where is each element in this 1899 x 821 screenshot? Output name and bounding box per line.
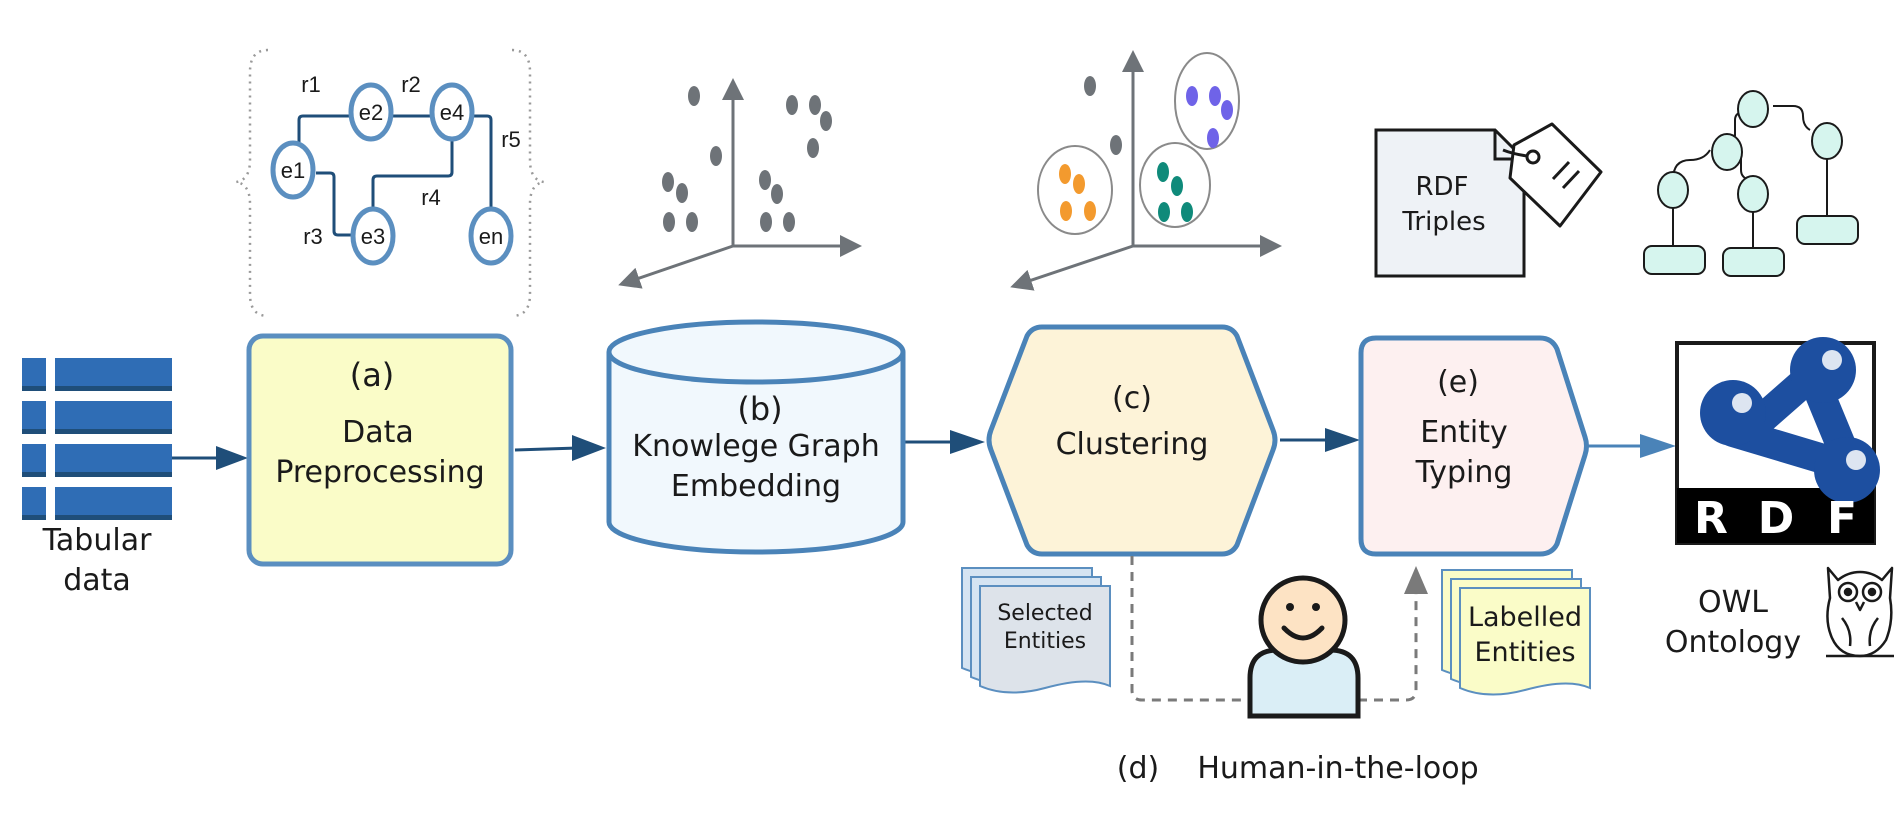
dashed-arrow-head xyxy=(1404,566,1428,594)
labelled-entities-line1: Labelled xyxy=(1468,602,1582,633)
owl-ontology-line1: OWL xyxy=(1698,585,1768,620)
owl-icon xyxy=(1826,566,1894,658)
cluster-scatter-plot xyxy=(1010,50,1282,291)
rdf-triples-line2: Triples xyxy=(1401,207,1485,237)
graph-relation-r4: r4 xyxy=(421,185,441,210)
graph-node-e4-label: e4 xyxy=(440,100,464,125)
graph-node-e1 xyxy=(270,140,316,200)
graph-relation-r1: r1 xyxy=(301,72,321,97)
step-a-tag: (a) xyxy=(350,356,395,394)
graph-node-e3 xyxy=(350,206,396,266)
step-a-line1: Data xyxy=(342,415,414,450)
person-icon xyxy=(1247,575,1361,719)
table-icon xyxy=(22,358,172,520)
tabular-data-label-line1: Tabular xyxy=(42,523,153,558)
arrow-preprocessing-head xyxy=(572,435,606,461)
selected-entities-documents xyxy=(961,567,1111,694)
graph-node-e2 xyxy=(348,82,394,142)
rdf-logo-letter-r: R xyxy=(1694,493,1728,544)
step-d-line1: Human-in-the-loop xyxy=(1197,751,1478,786)
step-e-box xyxy=(1358,335,1589,557)
step-b-cylinder xyxy=(606,319,906,555)
step-e-line1: Entity xyxy=(1420,415,1508,450)
step-b-line1: Knowlege Graph xyxy=(632,429,879,464)
arrow-embedding-head xyxy=(950,430,985,454)
rdf-triples-document xyxy=(1374,128,1526,278)
labelled-entities-documents xyxy=(1441,569,1591,696)
ontology-tree-icon xyxy=(1643,90,1859,277)
arrow-preprocessing-to-embedding xyxy=(514,446,579,452)
step-a-box xyxy=(246,333,514,567)
graph-relation-r5: r5 xyxy=(501,127,521,152)
dashed-connector-to-typing xyxy=(1358,590,1418,702)
dashed-connector-from-clustering xyxy=(1130,556,1250,702)
price-tag-icon xyxy=(1502,122,1603,228)
graph-node-en xyxy=(468,206,514,266)
arrow-clustering-head xyxy=(1325,428,1360,452)
step-b-tag: (b) xyxy=(737,390,782,428)
owl-ontology-line2: Ontology xyxy=(1665,625,1801,660)
embedding-scatter-plot xyxy=(618,78,862,289)
rdf-logo xyxy=(1675,337,1880,545)
step-c-tag: (c) xyxy=(1112,381,1152,416)
rdf-triples-line1: RDF xyxy=(1415,172,1468,202)
step-d-tag: (d) xyxy=(1117,751,1159,786)
graph-relation-r2: r2 xyxy=(401,72,421,97)
tabular-data-label-line2: data xyxy=(63,563,131,598)
step-b-line2: Embedding xyxy=(671,469,841,504)
selected-entities-line1: Selected xyxy=(997,601,1092,626)
cluster-teal xyxy=(1139,142,1211,228)
brace-left xyxy=(235,48,269,318)
arrow-typing-head xyxy=(1640,434,1676,458)
selected-entities-line2: Entities xyxy=(1004,629,1086,654)
graph-node-e3-label: e3 xyxy=(361,224,385,249)
graph-node-e4 xyxy=(429,82,475,142)
cluster-blue xyxy=(1174,52,1240,150)
graph-node-e1-label: e1 xyxy=(281,158,305,183)
step-c-hexagon xyxy=(986,324,1278,557)
cluster-orange xyxy=(1037,145,1113,235)
rdf-logo-letter-f: F xyxy=(1827,493,1857,544)
graph-node-en-label: en xyxy=(479,224,503,249)
arrow-table-head xyxy=(216,446,248,470)
graph-node-e2-label: e2 xyxy=(359,100,383,125)
graph-relation-r3: r3 xyxy=(303,224,323,249)
step-a-line2: Preprocessing xyxy=(275,455,484,490)
step-e-tag: (e) xyxy=(1437,365,1479,400)
brace-right xyxy=(511,48,545,318)
labelled-entities-line2: Entities xyxy=(1474,637,1575,668)
step-c-line1: Clustering xyxy=(1056,427,1209,462)
rdf-logo-letter-d: D xyxy=(1758,493,1795,544)
step-e-line2: Typing xyxy=(1415,455,1513,490)
knowledge-graph: e1 e2 e3 e4 en r1 r2 r3 r4 r5 xyxy=(235,48,545,318)
